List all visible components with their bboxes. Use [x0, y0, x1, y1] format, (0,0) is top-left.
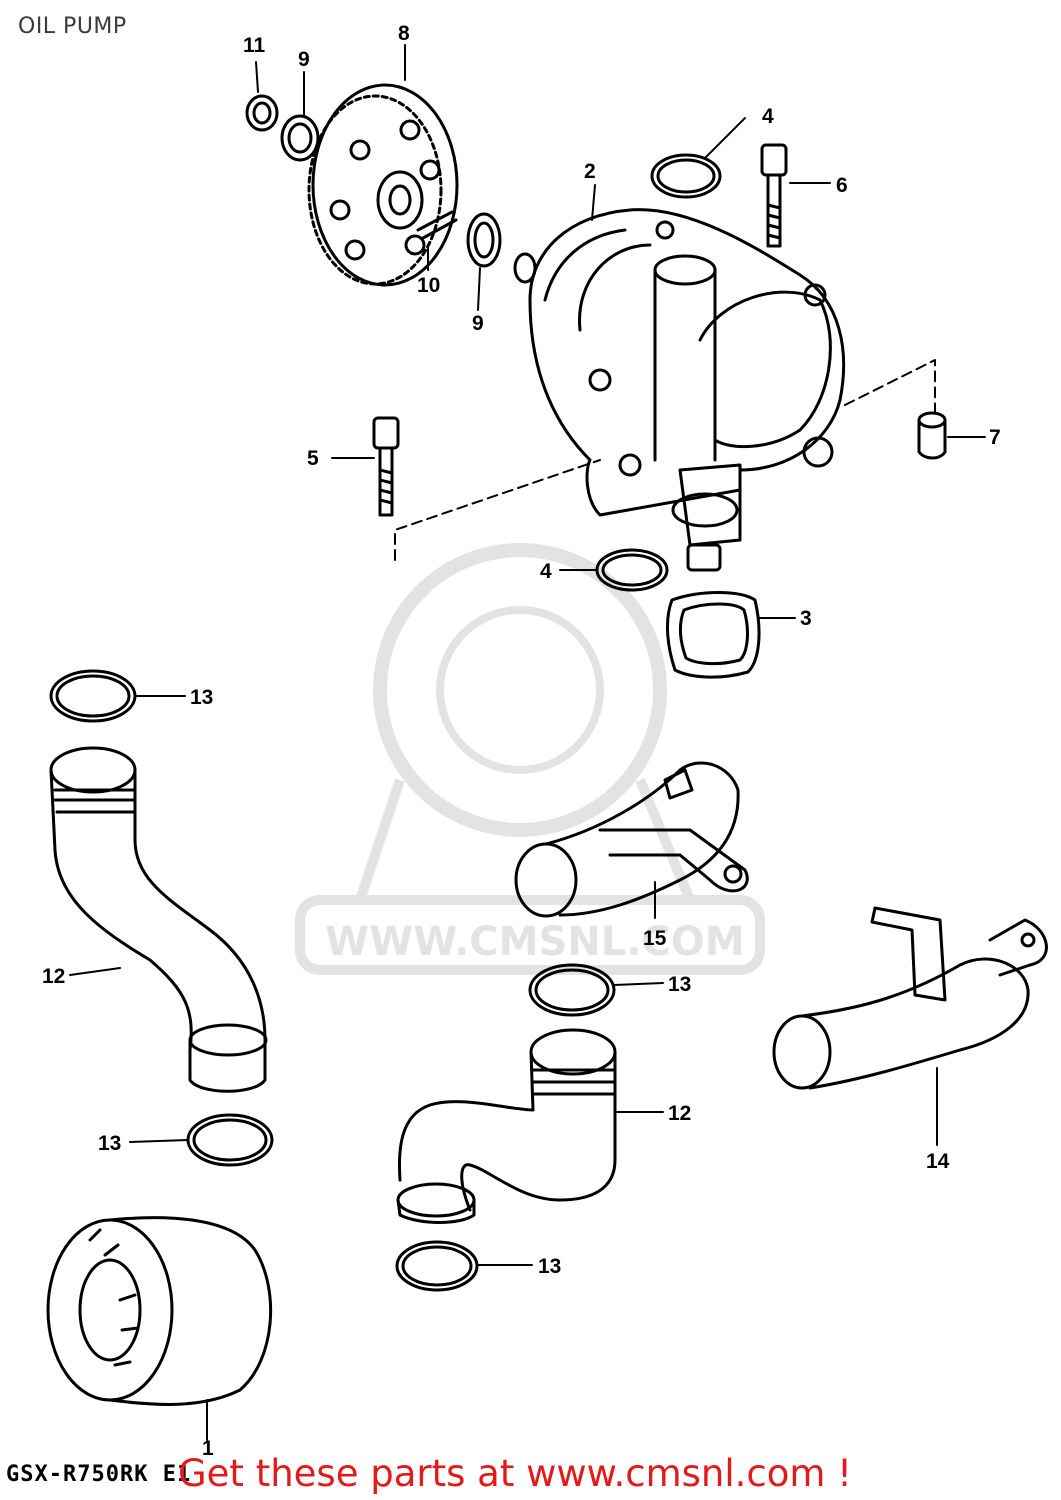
oil-pipe-part-14[interactable] — [772, 906, 1048, 1090]
watermark-url: WWW.CMSNL.COM — [325, 919, 745, 965]
washer-part-9-upper[interactable] — [280, 114, 320, 162]
oil-pipe-part-12-right[interactable] — [396, 1028, 617, 1224]
callout-11: 11 — [243, 34, 266, 57]
page-title: OIL PUMP — [18, 14, 127, 39]
callout-13-d: 13 — [538, 1255, 561, 1278]
callout-13-b: 13 — [98, 1132, 121, 1155]
callout-15: 15 — [643, 927, 667, 950]
callout-13-a: 13 — [190, 686, 213, 709]
o-ring-part-13-b[interactable] — [186, 1113, 274, 1167]
callout-12-right: 12 — [668, 1102, 691, 1125]
model-code: GSX-R750RK E1 — [6, 1462, 192, 1487]
oil-pipe-part-15[interactable] — [514, 761, 749, 918]
o-ring-part-13-c[interactable] — [528, 963, 616, 1017]
callout-8: 8 — [398, 22, 410, 45]
callout-14: 14 — [926, 1150, 950, 1173]
driven-gear-part-8[interactable] — [307, 83, 459, 287]
bolt-part-5[interactable] — [372, 416, 400, 517]
callout-4-upper: 4 — [762, 105, 774, 128]
bolt-part-6[interactable] — [760, 143, 788, 248]
callout-3: 3 — [800, 607, 812, 630]
oil-pipe-part-12-left[interactable] — [49, 746, 268, 1093]
callout-12-left: 12 — [42, 965, 65, 988]
oil-filter-part-1[interactable] — [46, 1216, 273, 1406]
cmsnl-watermark-logo — [295, 543, 765, 975]
o-ring-part-4-upper[interactable] — [650, 153, 722, 199]
o-ring-part-4-lower[interactable] — [595, 548, 669, 592]
callout-4-lower: 4 — [540, 560, 552, 583]
callout-6: 6 — [836, 174, 848, 197]
callout-5: 5 — [307, 447, 319, 470]
oil-pump-body-part-2[interactable] — [513, 208, 846, 572]
callout-numbers: 11 9 8 4 6 2 10 9 5 7 4 3 13 12 13 13 12… — [42, 22, 1001, 1460]
callout-9-upper: 9 — [298, 48, 310, 71]
dowel-part-7[interactable] — [917, 411, 947, 460]
pin-part-10[interactable] — [416, 210, 458, 240]
callout-13-c: 13 — [668, 973, 691, 996]
o-ring-part-13-d[interactable] — [395, 1240, 479, 1292]
callout-9-lower: 9 — [472, 312, 484, 335]
callout-1: 1 — [202, 1437, 214, 1460]
callout-7: 7 — [989, 426, 1001, 449]
gasket-part-3[interactable] — [665, 591, 761, 679]
callout-10: 10 — [417, 274, 440, 297]
o-ring-part-13-a[interactable] — [49, 669, 137, 723]
callout-leaders — [69, 44, 986, 1441]
buy-parts-link[interactable]: Get these parts at www.cmsnl.com ! — [178, 1452, 853, 1495]
circlip-part-11[interactable] — [245, 94, 279, 132]
washer-part-9-lower[interactable] — [466, 212, 502, 268]
callout-2: 2 — [584, 160, 596, 183]
